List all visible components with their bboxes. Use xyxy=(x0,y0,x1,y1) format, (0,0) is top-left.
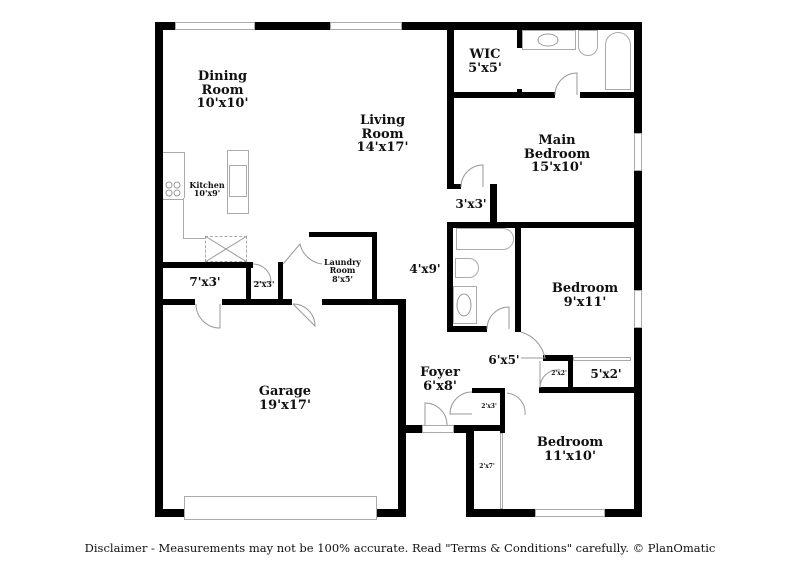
wall xyxy=(634,22,642,517)
wall xyxy=(500,388,505,433)
room-label-closet-5x2: 5'x2' xyxy=(590,367,622,381)
wall xyxy=(539,387,642,393)
wall xyxy=(447,326,487,332)
room-label-closet-3x3: 3'x3' xyxy=(455,197,487,211)
room-size: 8'x5' xyxy=(332,273,353,284)
disclaimer: Disclaimer - Measurements may not be 100… xyxy=(84,541,716,555)
wall xyxy=(155,262,253,268)
room-name: Foyer xyxy=(420,365,460,380)
room-label-closet-2x3-a: 2'x3' xyxy=(253,279,275,289)
room-size: 5'x5' xyxy=(468,60,502,76)
room-name: Living Room xyxy=(359,113,406,142)
room-size: 11'x10' xyxy=(544,448,596,464)
room-name: Main Bedroom xyxy=(523,133,591,162)
room-size: 6'x8' xyxy=(423,378,457,394)
closet-door xyxy=(500,433,503,509)
wall xyxy=(447,22,454,187)
wall xyxy=(322,299,406,305)
wall xyxy=(466,425,474,517)
room-size: 14'x17' xyxy=(356,140,409,156)
room-name: Bedroom xyxy=(536,435,604,450)
room-name: Bedroom xyxy=(551,281,619,296)
wall xyxy=(398,299,406,425)
wall xyxy=(517,89,522,94)
window xyxy=(634,133,642,171)
wall xyxy=(447,92,555,98)
wall xyxy=(517,30,522,48)
wall xyxy=(447,184,461,189)
wall xyxy=(155,299,195,305)
room-size: 15'x10' xyxy=(531,160,583,176)
window xyxy=(175,22,255,30)
wall xyxy=(222,299,292,305)
wall xyxy=(278,262,283,304)
room-name: Garage xyxy=(258,384,312,399)
bathtub xyxy=(605,32,631,90)
wall xyxy=(515,222,521,332)
sink xyxy=(229,165,247,197)
room-label-hall-6x5: 6'x5' xyxy=(488,353,520,367)
closet-door xyxy=(573,357,631,361)
toilet xyxy=(455,258,479,278)
room-name: Laundry Room xyxy=(324,257,361,276)
room-label-closet-7x3: 7'x3' xyxy=(189,275,221,289)
window xyxy=(330,22,402,30)
wall xyxy=(543,355,573,361)
counter xyxy=(183,198,185,240)
wall xyxy=(490,184,497,226)
room-size: 19'x17' xyxy=(259,397,311,413)
wall xyxy=(155,22,163,517)
window xyxy=(535,509,605,517)
room-name: Kitchen xyxy=(189,180,225,190)
room-label-closet-2x3-b: 2'x3' xyxy=(481,403,497,410)
garage-door xyxy=(184,496,377,520)
room-size: 9'x11' xyxy=(563,294,607,310)
wall xyxy=(447,222,642,228)
wall xyxy=(447,222,453,332)
room-name: WIC xyxy=(469,47,501,62)
room-size: 10'x10' xyxy=(196,96,249,112)
wall xyxy=(309,232,377,237)
toilet xyxy=(578,30,598,56)
room-label-closet-2x7: 2'x7' xyxy=(479,463,495,470)
room-label-closet-2x2: 2'x2' xyxy=(551,370,567,377)
room-name: Dining Room xyxy=(197,69,248,98)
wall xyxy=(372,232,377,302)
front-door-threshold xyxy=(422,425,454,433)
vanity xyxy=(522,30,576,50)
wall xyxy=(580,92,642,98)
wall xyxy=(568,355,573,390)
wall xyxy=(398,425,406,517)
window xyxy=(634,290,642,328)
wall xyxy=(466,425,505,431)
bathtub xyxy=(456,228,514,250)
wall xyxy=(246,262,251,304)
room-size: 10'x9' xyxy=(193,188,221,199)
room-label-hall-4x9: 4'x9' xyxy=(409,262,441,276)
wall xyxy=(472,388,502,393)
